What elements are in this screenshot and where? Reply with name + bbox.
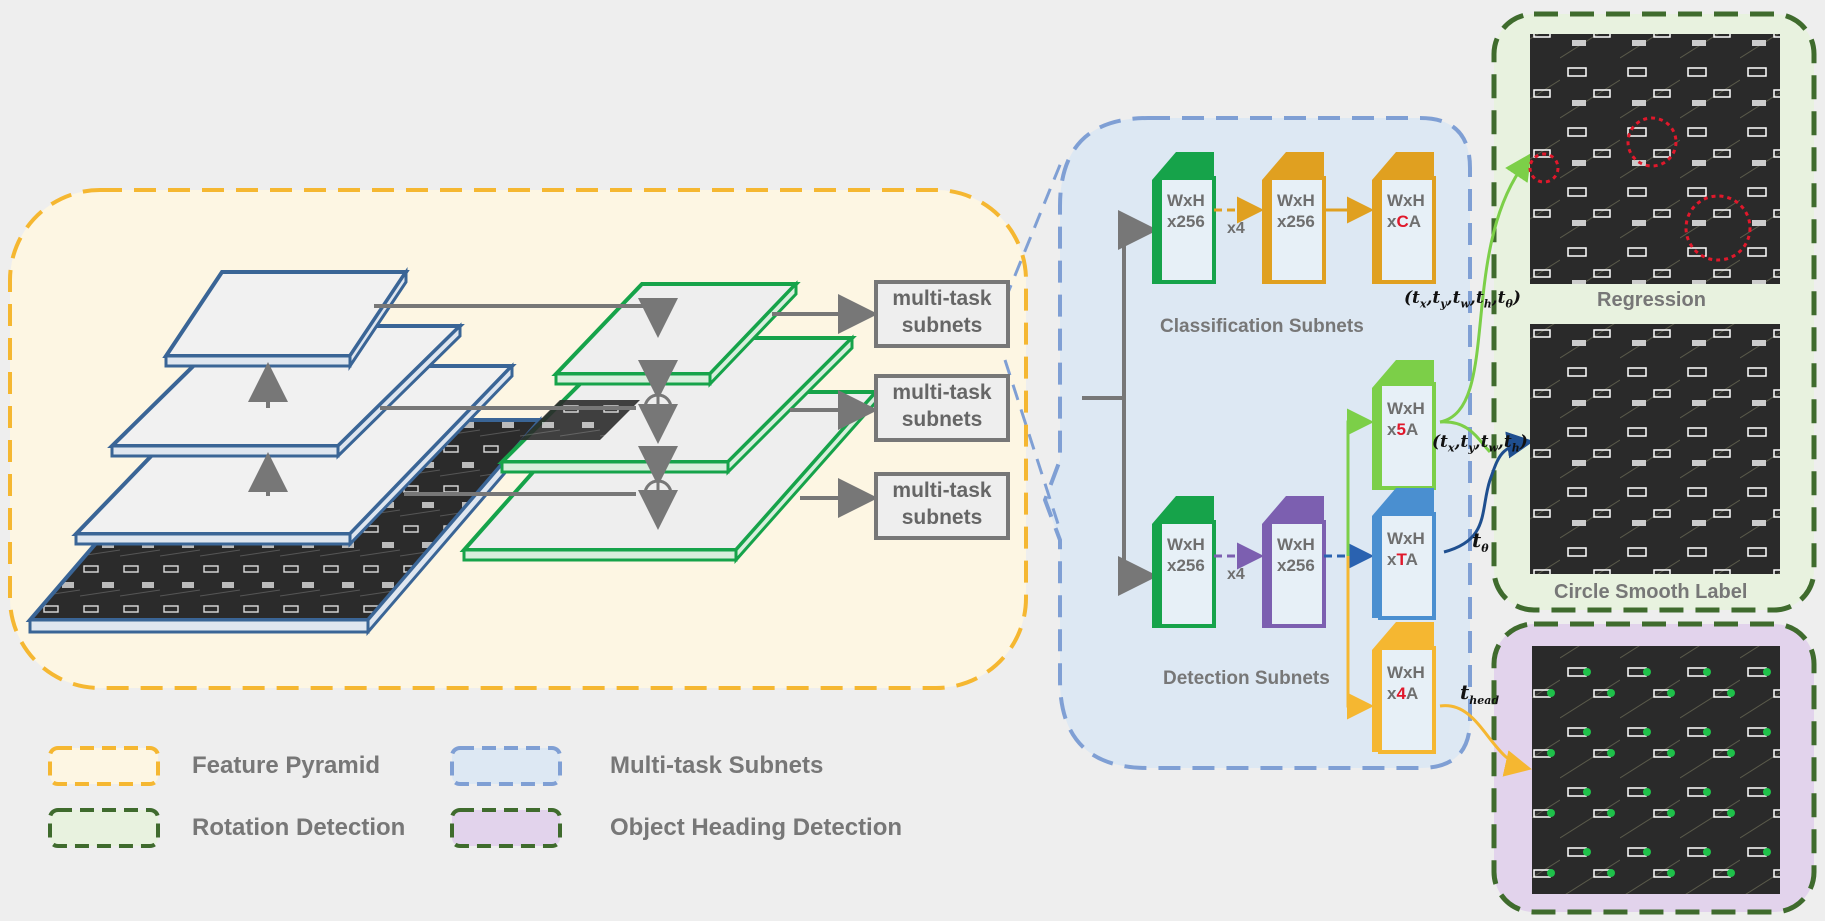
subnet-box-1-label: multi-task subnets	[876, 285, 1008, 339]
csl-output-curve	[1443, 431, 1534, 554]
classification-subnets-title: Classification Subnets	[1160, 316, 1364, 337]
det-head-csl-prefix: x	[1387, 550, 1397, 569]
cls-block-3	[1372, 152, 1436, 284]
legend-swatch-heading	[450, 808, 562, 848]
cls-block-3-prefix: x	[1387, 212, 1397, 231]
det-block-2-label: WxH x256	[1277, 534, 1315, 576]
cls-block-2-line1: WxH	[1277, 191, 1315, 210]
det-head-reg-label: WxH x5A	[1387, 398, 1425, 440]
subnet-box-2-frame	[874, 374, 1010, 442]
detection-subnets-title: Detection Subnets	[1163, 668, 1330, 689]
det-head-heading-prefix: x	[1387, 684, 1397, 703]
heading-output-curve	[1439, 704, 1532, 777]
det-head-heading-line1: WxH	[1387, 663, 1425, 682]
subnet-box-2-label: multi-task subnets	[876, 379, 1008, 433]
det-branch-head	[1346, 556, 1374, 720]
multitask-subnets-region	[1042, 116, 1472, 770]
subnet-box-3-frame	[874, 472, 1010, 540]
subnet-box-2-line1: multi-task	[892, 381, 992, 404]
det-head-csl-label: WxH xTA	[1387, 528, 1425, 570]
det-block-1-line1: WxH	[1167, 535, 1205, 554]
sum-node-2	[643, 479, 673, 509]
subnet-box-1-frame	[874, 280, 1010, 348]
subnet-box-3-line1: multi-task	[892, 479, 992, 502]
det-block-1-label: WxH x256	[1167, 534, 1205, 576]
regression-image	[1530, 34, 1780, 284]
sum-node-1	[643, 393, 673, 423]
csl-targets-formula: (tx,ty,tw,th)	[1432, 432, 1528, 455]
legend-label-multitask: Multi-task Subnets	[610, 752, 824, 779]
subnet-box-2-line2: subnets	[901, 408, 983, 431]
cls-block-3-suffix: A	[1408, 212, 1422, 231]
det-head-heading-suffix: A	[1405, 684, 1419, 703]
legend-label-heading: Object Heading Detection	[610, 814, 903, 841]
cls-block-1-line1: WxH	[1167, 191, 1205, 210]
legend-label-feature-pyramid: Feature Pyramid	[192, 752, 381, 779]
legend-swatch-rotation	[48, 808, 160, 848]
csl-image	[1530, 324, 1780, 574]
cls-block-3-label: WxH xCA	[1387, 190, 1425, 232]
det-head-heading-highlight: 4	[1396, 684, 1406, 703]
regression-targets-formula: (tx,ty,tw,th,tθ)	[1404, 288, 1521, 311]
heading-image	[1532, 646, 1780, 894]
det-head-reg-line2: x5A	[1387, 419, 1425, 440]
cls-block-1-label: WxH x256	[1167, 190, 1205, 232]
legend-swatch-multitask	[450, 746, 562, 786]
reg-output-curve-2	[1439, 420, 1492, 454]
t-theta-base: t	[1472, 528, 1482, 552]
det-head-reg-highlight: 5	[1396, 420, 1406, 439]
det-head-heading-label: WxH x4A	[1387, 662, 1425, 704]
csl-title: Circle Smooth Label	[1554, 581, 1748, 603]
legend-swatch-feature-pyramid	[48, 746, 160, 786]
det-block-1-line2: x256	[1167, 556, 1205, 575]
subnet-box-1-line2: subnets	[901, 314, 983, 337]
cls-block-2-line2: x256	[1277, 212, 1315, 231]
det-block-2	[1262, 496, 1326, 628]
cls-block-3-line2: xCA	[1387, 211, 1425, 232]
det-head-reg-suffix: A	[1405, 420, 1419, 439]
t-head-base: t	[1460, 680, 1470, 704]
regression-error-circle-3	[1528, 152, 1560, 184]
det-repeat-label: x4	[1227, 566, 1245, 583]
det-head-csl-suffix: A	[1405, 550, 1418, 569]
trunk-branch-det	[1118, 380, 1158, 596]
det-head-csl	[1372, 488, 1436, 620]
regression-error-circle-2	[1684, 194, 1752, 262]
det-head-reg-prefix: x	[1387, 420, 1397, 439]
t-head-label: thead	[1460, 680, 1499, 707]
subnet-box-1-line1: multi-task	[892, 287, 992, 310]
legend-label-rotation: Rotation Detection	[192, 814, 406, 841]
regression-title: Regression	[1597, 289, 1706, 311]
det-head-heading	[1372, 622, 1436, 754]
cls-block-3-line1: WxH	[1387, 191, 1425, 210]
reg-output-curve	[1439, 153, 1532, 424]
lateral-arrow-top	[374, 298, 678, 338]
det-head-heading-line2: x4A	[1387, 683, 1425, 704]
det-block-2-line2: x256	[1277, 556, 1315, 575]
det-head-reg-line1: WxH	[1387, 399, 1425, 418]
t-theta-sub: θ	[1481, 542, 1489, 555]
cls-block-2	[1262, 152, 1326, 284]
t-head-sub: head	[1469, 694, 1500, 707]
cls-block-2-label: WxH x256	[1277, 190, 1315, 232]
det-head-csl-line1: WxH	[1387, 529, 1425, 548]
subnet-box-3-line2: subnets	[901, 506, 983, 529]
det-block-1	[1152, 496, 1216, 628]
cls-block-1-line2: x256	[1167, 212, 1205, 231]
det-branch-reg	[1346, 408, 1374, 556]
det-head-csl-line2: xTA	[1387, 549, 1425, 570]
zoom-line-bottom	[1003, 359, 1062, 531]
cls-repeat-label: x4	[1227, 220, 1245, 237]
regression-error-circle-1	[1626, 116, 1678, 168]
t-theta-label: tθ	[1472, 528, 1489, 555]
backbone-level-4	[162, 267, 410, 371]
det-head-csl-highlight: T	[1396, 550, 1406, 569]
cls-block-3-highlight: C	[1396, 212, 1409, 231]
subnet-box-3-label: multi-task subnets	[876, 477, 1008, 531]
cls-block-1	[1152, 152, 1216, 284]
det-block-2-line1: WxH	[1277, 535, 1315, 554]
